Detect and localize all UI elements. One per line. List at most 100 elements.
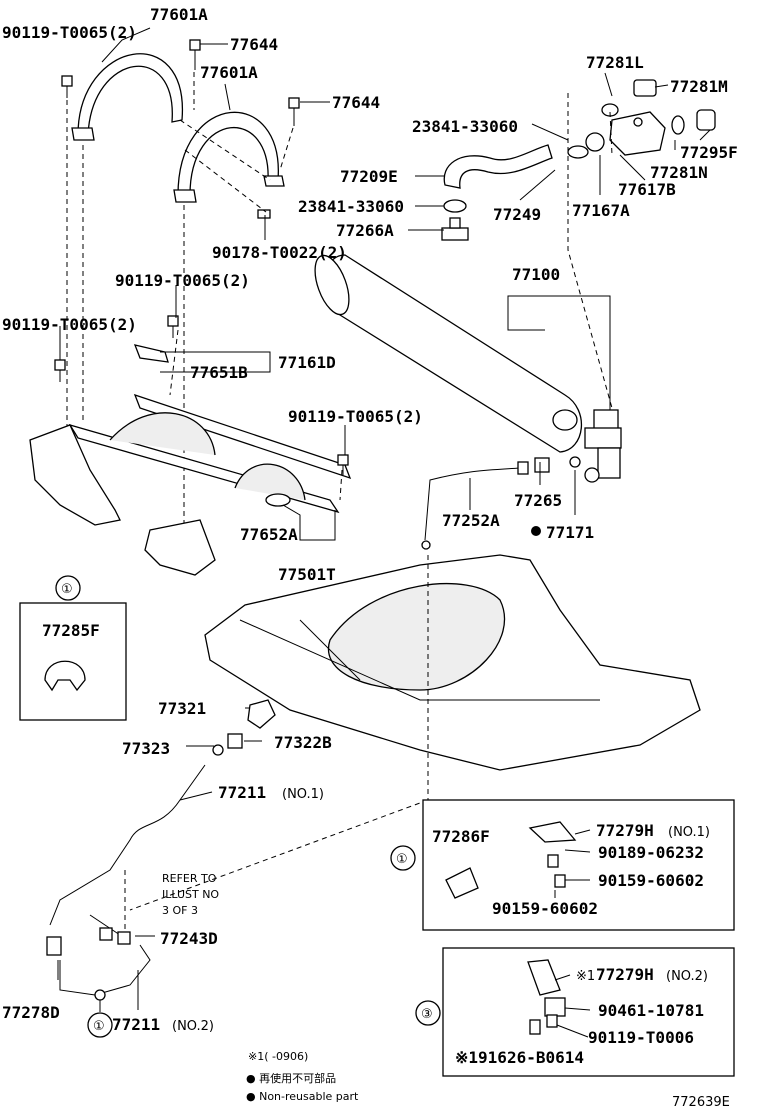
refer-line-2: ILLUST NO — [162, 888, 219, 901]
bracket-icon — [528, 821, 577, 888]
detail-box-3 — [442, 947, 735, 1077]
detail-box-1 — [19, 602, 127, 721]
label-77211-1-note: (NO.1) — [282, 787, 324, 802]
label-77321: 77321 — [158, 699, 206, 718]
bolt-icon — [337, 454, 349, 475]
legend-en: ● Non-reusable part — [246, 1090, 359, 1103]
label-77501T: 77501T — [278, 565, 336, 584]
bolt-icon — [288, 97, 300, 126]
label-77322B: 77322B — [274, 733, 332, 752]
label-77279H-2-note: (NO.2) — [666, 969, 708, 984]
label-77644-1: 77644 — [230, 35, 278, 54]
gasket-icon — [212, 744, 224, 756]
tank-band-front — [71, 53, 183, 141]
label-77249: 77249 — [493, 205, 541, 224]
label-77278D: 77278D — [2, 1003, 60, 1022]
label-77211-2: 77211 — [112, 1015, 160, 1034]
label-77209E: 77209E — [340, 167, 398, 186]
label-77265: 77265 — [514, 491, 562, 510]
label-77601A-2: 77601A — [200, 63, 258, 82]
bracket-icon — [527, 959, 566, 1035]
bolt-icon — [61, 75, 73, 98]
connector-icon — [99, 927, 131, 945]
label-91626-B0614: ※191626-B0614 — [455, 1048, 584, 1067]
label-77211-1: 77211 — [218, 783, 266, 802]
bolt-icon — [167, 315, 179, 338]
label-77161D: 77161D — [278, 353, 336, 372]
label-77100: 77100 — [512, 265, 560, 284]
breather-hose — [443, 144, 553, 189]
diagram-id: 772639E — [672, 1095, 730, 1110]
hose-clamp-icon — [567, 145, 589, 159]
fuel-line-77211-no1 — [49, 764, 206, 926]
label-90159-60602-a: 90159-60602 — [598, 871, 704, 890]
label-77252A: 77252A — [442, 511, 500, 530]
label-77286F: 77286F — [432, 827, 490, 846]
bolt-icon — [54, 359, 66, 382]
label-23841-33060-1: 23841-33060 — [412, 117, 518, 136]
plug-icon — [247, 699, 276, 729]
label-90189-06232: 90189-06232 — [598, 843, 704, 862]
label-77266A: 77266A — [336, 221, 394, 240]
label-77243D: 77243D — [160, 929, 218, 948]
label-77651B: 77651B — [190, 363, 248, 382]
label-77281L: 77281L — [586, 53, 644, 72]
filler-tee — [585, 111, 666, 156]
label-90119-T0065-4: 90119-T0065(2) — [288, 407, 423, 426]
gasket-icon — [569, 456, 581, 468]
callout-1-circle — [55, 575, 81, 601]
hose-clamp-icon — [671, 115, 685, 135]
plug-icon — [696, 109, 716, 131]
callout-1-circle — [87, 1012, 113, 1038]
non-reusable-marker-icon — [531, 526, 541, 536]
refer-line-1: REFER TO — [162, 872, 217, 885]
label-77644-2: 77644 — [332, 93, 380, 112]
callout-3: ③ — [421, 1007, 433, 1022]
legend-note: ※1( -0906) — [248, 1050, 308, 1063]
tank-support-frame — [29, 344, 352, 576]
bolt-icon — [189, 39, 201, 70]
floor-panel — [204, 554, 701, 771]
label-90119-T0006: 90119-T0006 — [588, 1028, 694, 1047]
label-77652A: 77652A — [240, 525, 298, 544]
fitting-icon — [534, 457, 550, 473]
label-77167A: 77167A — [572, 201, 630, 220]
legend-jp: ● 再使用不可部品 — [246, 1071, 336, 1085]
clip-icon — [445, 867, 479, 899]
tank-band-rear — [173, 111, 285, 203]
fuel-line-77252A — [421, 461, 529, 550]
tank-valve — [584, 409, 622, 483]
fuel-tank — [314, 254, 582, 453]
label-90178-T0022: 90178-T0022(2) — [212, 243, 347, 262]
label-90119-T0065-3: 90119-T0065(2) — [2, 315, 137, 334]
clip-icon — [265, 493, 291, 507]
label-77617B: 77617B — [618, 180, 676, 199]
hose-clamp-icon — [443, 199, 467, 213]
label-77171: 77171 — [546, 523, 594, 542]
callout-1-circle — [390, 845, 416, 871]
label-77279H-1-note: (NO.1) — [668, 825, 710, 840]
label-77279H-2: 77279H — [596, 965, 654, 984]
label-90461-10781: 90461-10781 — [598, 1001, 704, 1020]
connector-icon — [46, 936, 62, 956]
grommet-icon — [441, 217, 469, 241]
label-77295F: 77295F — [680, 143, 738, 162]
detail-box-2 — [422, 799, 735, 931]
refer-line-3: 3 OF 3 — [162, 904, 198, 917]
callout-1b: ① — [396, 852, 408, 867]
label-77279H-2-prefix: ※1 — [576, 969, 595, 984]
label-77601A-top: 77601A — [150, 5, 208, 24]
label-77285F: 77285F — [42, 621, 100, 640]
callout-1c: ① — [93, 1019, 105, 1034]
callout-1a: ① — [61, 582, 73, 597]
nut-icon — [257, 209, 271, 219]
label-90159-60602-b: 90159-60602 — [492, 899, 598, 918]
label-90119-T0065-1: 90119-T0065(2) — [2, 23, 137, 42]
cap-icon — [633, 79, 657, 97]
label-77281N: 77281N — [650, 163, 708, 182]
fitting-icon — [227, 733, 243, 749]
label-77281M: 77281M — [670, 77, 728, 96]
label-77323: 77323 — [122, 739, 170, 758]
label-23841-33060-2: 23841-33060 — [298, 197, 404, 216]
